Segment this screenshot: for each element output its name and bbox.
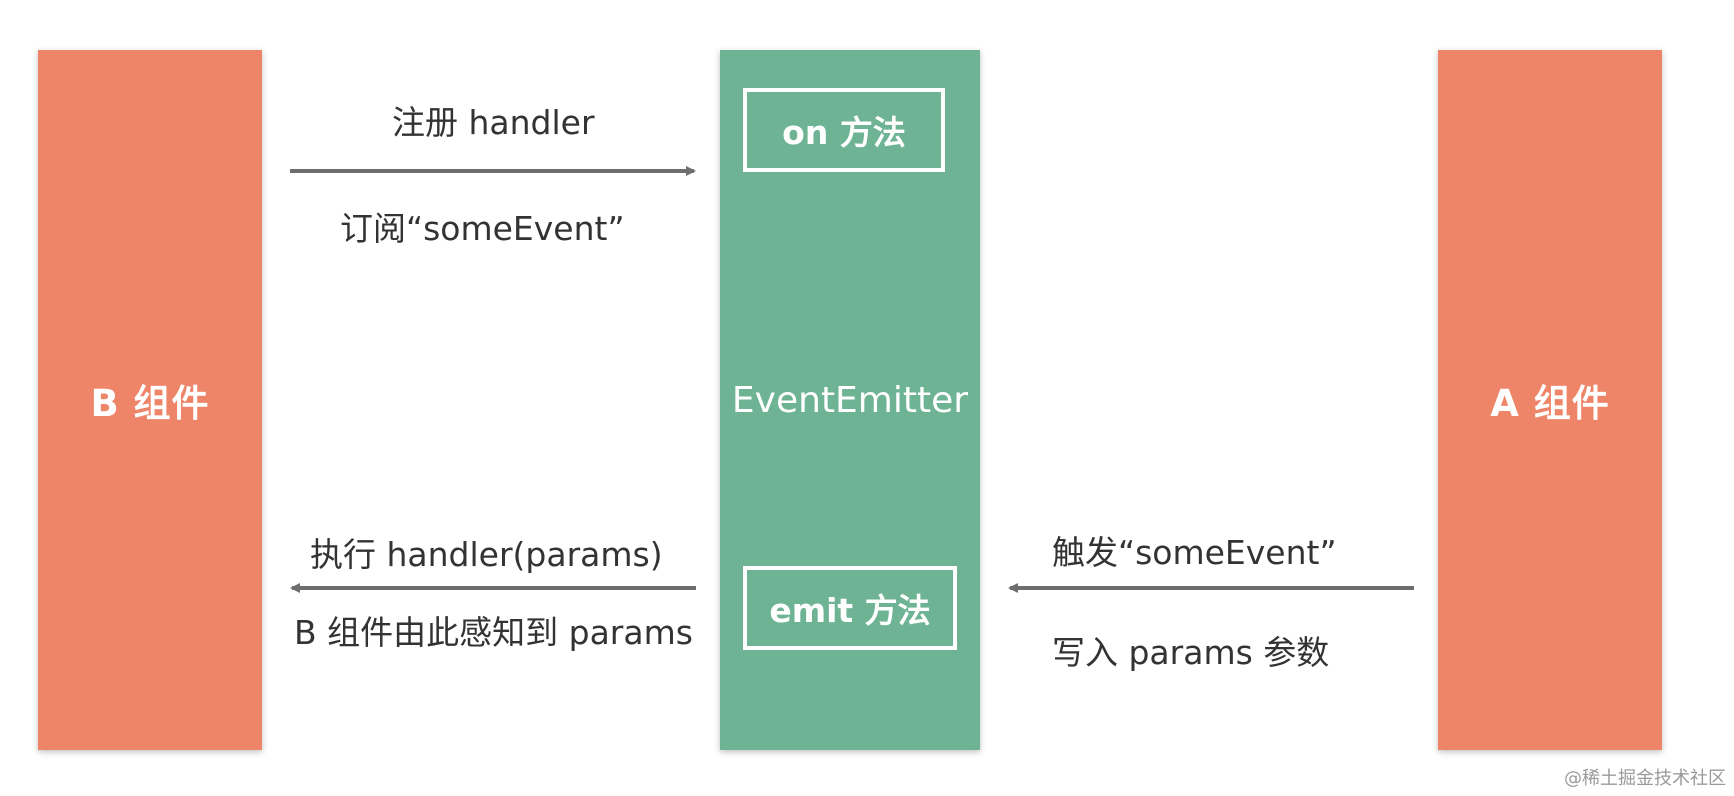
trigger-label-bottom: 写入 params 参数: [1052, 633, 1330, 672]
subscribe-label-top: 注册 handler: [392, 103, 595, 142]
component-b-label: B 组件: [90, 382, 210, 425]
execute-label-top: 执行 handler(params): [310, 535, 663, 574]
event-emitter-label: EventEmitter: [731, 379, 969, 421]
watermark: @稀土掘金技术社区: [1564, 768, 1726, 789]
on-method-box: on 方法: [743, 88, 945, 172]
component-a-block: A 组件: [1438, 50, 1662, 750]
component-b-block: B 组件: [38, 50, 262, 750]
event-emitter-block: EventEmitter: [720, 50, 980, 750]
on-method-label: on 方法: [782, 113, 906, 152]
emit-method-label: emit 方法: [769, 591, 931, 630]
component-a-label: A 组件: [1490, 382, 1610, 425]
trigger-label-top: 触发“someEvent”: [1052, 533, 1337, 572]
emit-method-box: emit 方法: [743, 566, 957, 650]
subscribe-label-bottom: 订阅“someEvent”: [340, 209, 625, 248]
execute-label-bottom: B 组件由此感知到 params: [294, 613, 693, 652]
